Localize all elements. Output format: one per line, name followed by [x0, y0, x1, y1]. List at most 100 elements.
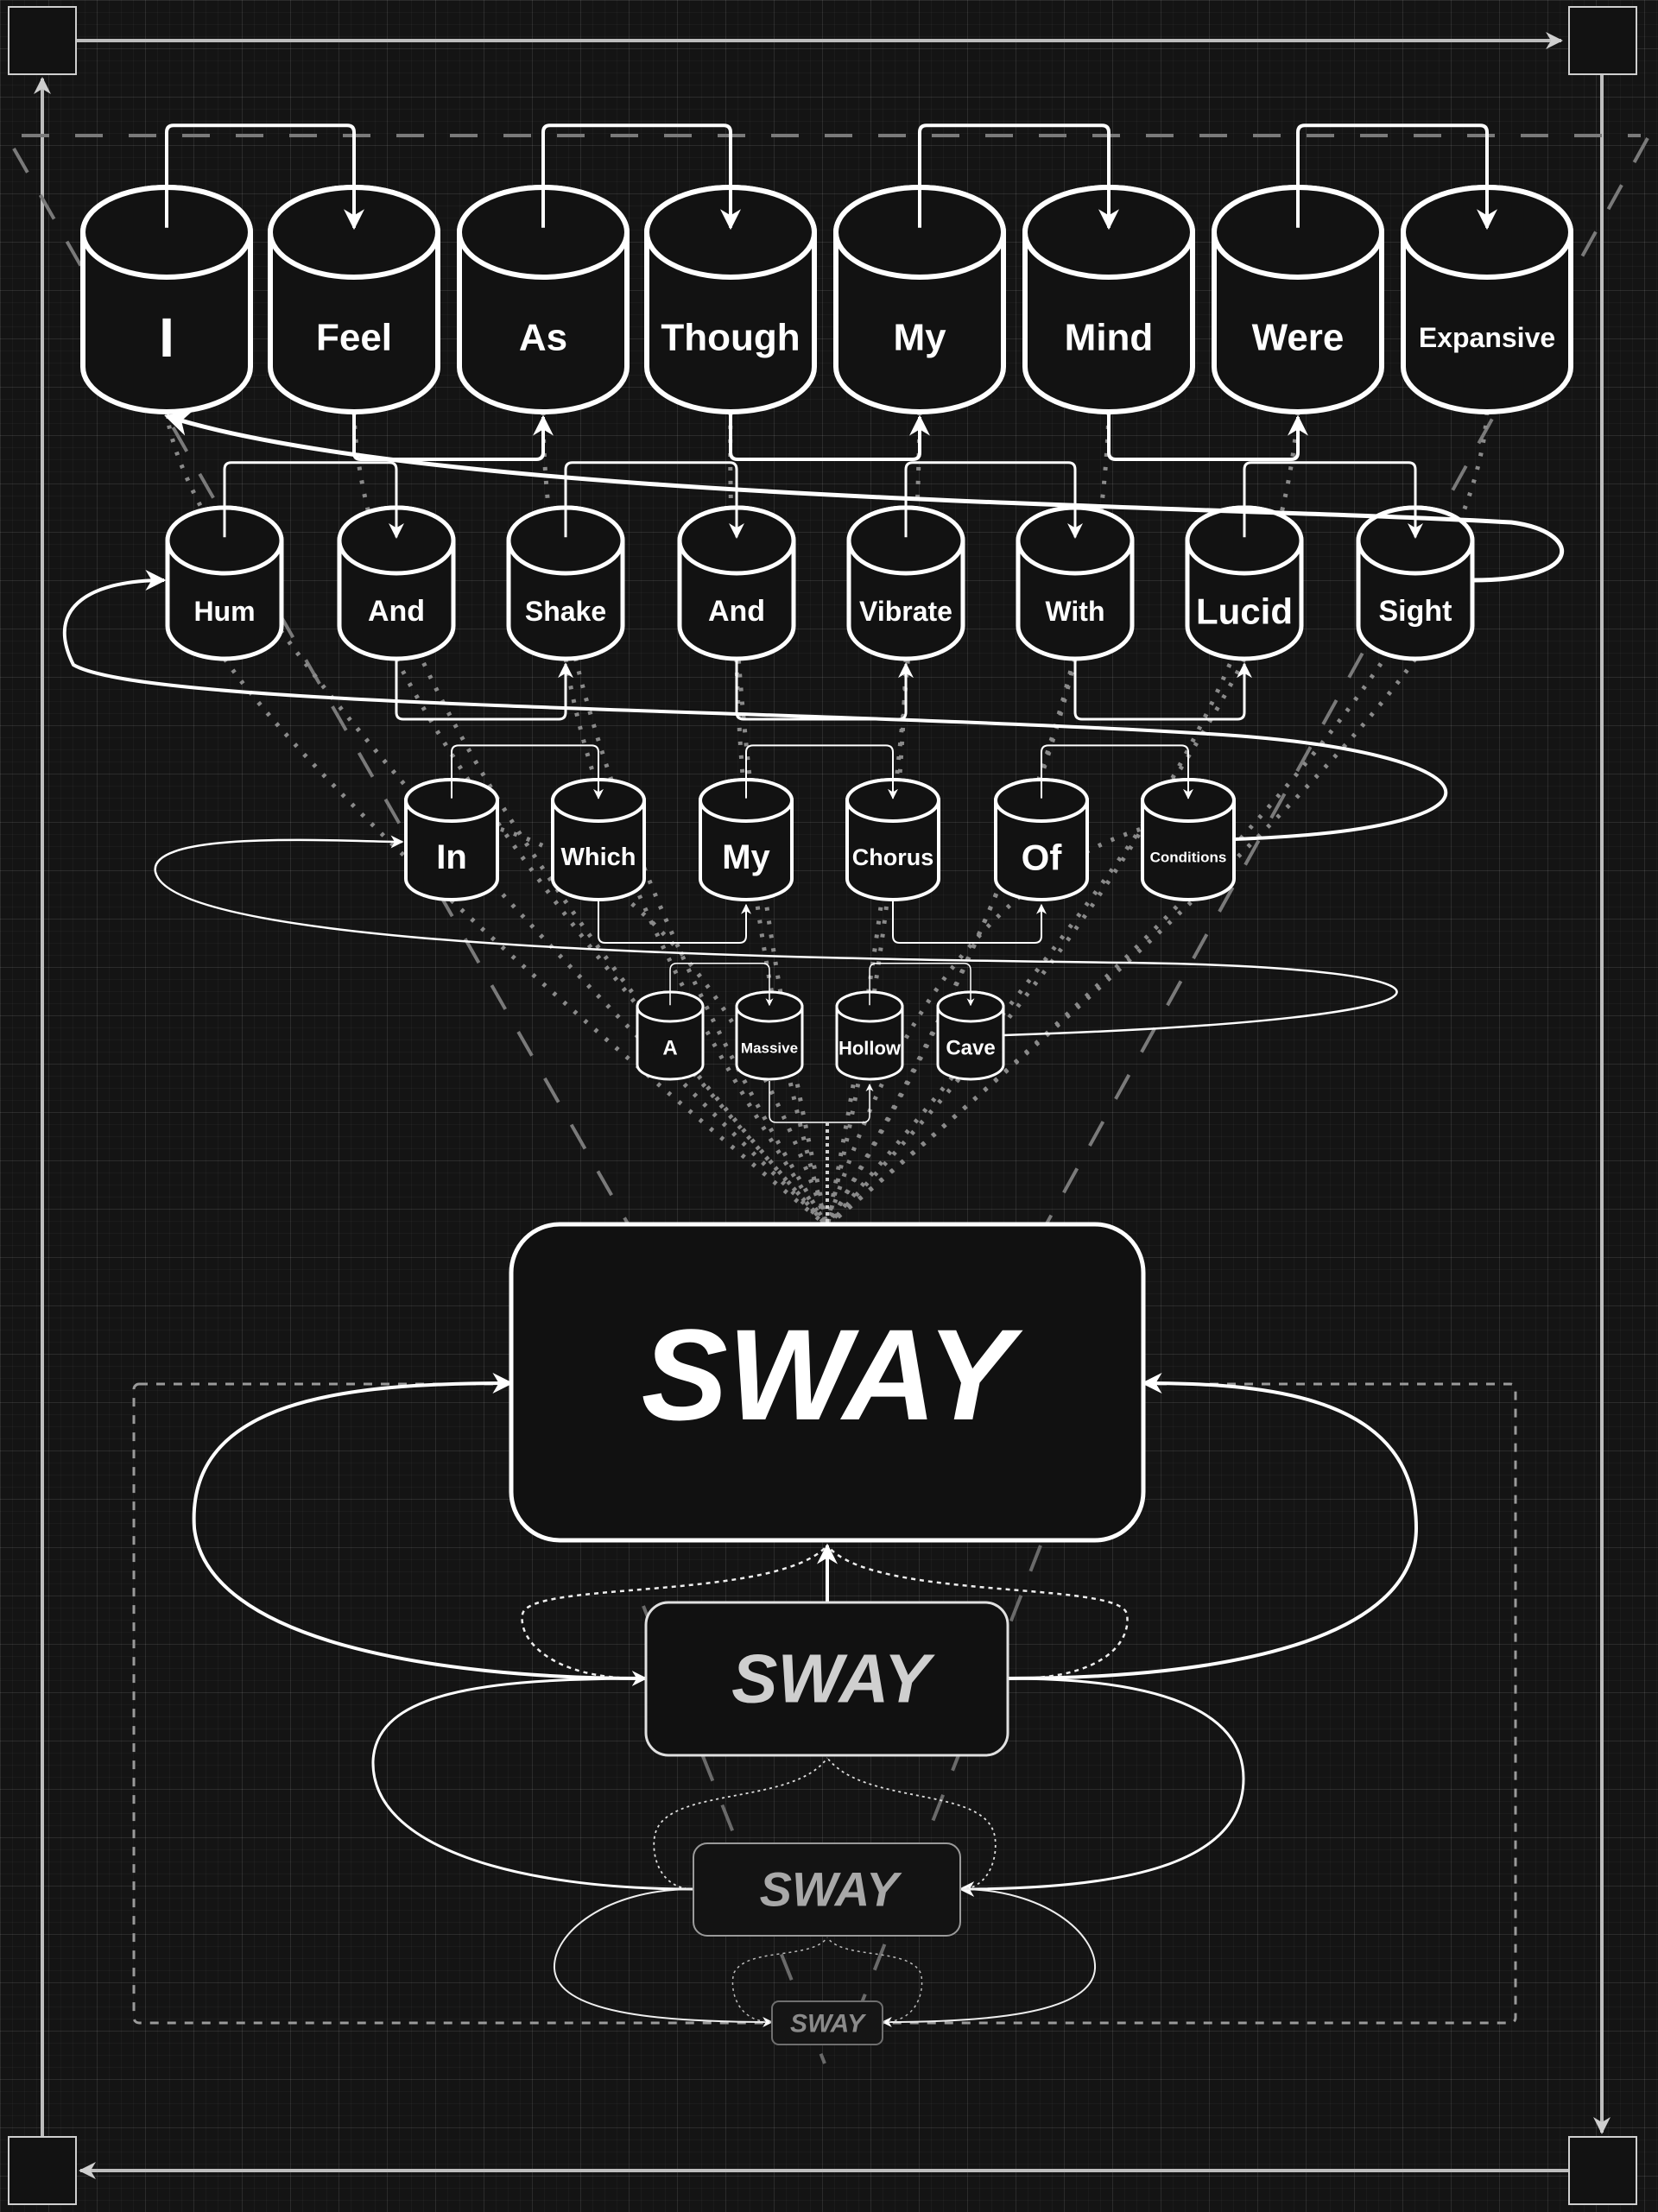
node-label: Though [661, 317, 800, 359]
node-label: Hum [193, 596, 255, 627]
link-bottom [598, 901, 751, 944]
sway-box-level-1[interactable]: SWAY [509, 1222, 1146, 1543]
link-top [223, 461, 404, 539]
node-label: Chorus [852, 844, 934, 870]
node-label: Sight [1379, 595, 1452, 628]
cylinder-node-though[interactable]: Though [644, 185, 817, 414]
node-label: My [722, 838, 770, 876]
funnel-guides [12, 134, 1649, 2064]
row-3-nodes: In Which My Chorus Of Conditions [404, 744, 1236, 944]
link-bottom [769, 1081, 874, 1123]
link-top [1041, 744, 1193, 799]
cylinder-node-as[interactable]: As [457, 185, 630, 414]
cylinder-node-hollow[interactable]: Hollow [835, 990, 904, 1081]
loop-connectors [62, 410, 1565, 1224]
loop-sight-to-i [164, 410, 1565, 583]
link-top [904, 461, 1083, 539]
dotted-sway2-to-sway1-right [826, 1545, 1129, 1680]
cylinder-node-expansive[interactable]: Expansive [1401, 185, 1573, 414]
loop-sway3-to-sway4-right [881, 1888, 1097, 2027]
sway-label-1: SWAY [642, 1302, 1024, 1447]
cylinder-node-my[interactable]: My [833, 185, 1006, 414]
cylinder-node-were[interactable]: Were [1212, 185, 1384, 414]
sway-box-level-3[interactable]: SWAY [693, 1842, 961, 1937]
sway-label-3: SWAY [760, 1862, 902, 1917]
cylinder-node-of[interactable]: Of [994, 778, 1089, 901]
corner-node-top-left[interactable] [8, 6, 77, 75]
link-top [1243, 461, 1423, 539]
dotted-sway2-to-sway1-left [521, 1545, 828, 1680]
node-label: Expansive [1419, 322, 1555, 353]
node-label: In [436, 838, 467, 876]
node-label: Conditions [1150, 849, 1227, 865]
row-4-nodes: A Massive Hollow Cave [636, 962, 1005, 1123]
node-label: I [159, 307, 174, 369]
loop-sway3-to-sway4-left [553, 1888, 774, 2027]
cylinder-node-chorus[interactable]: Chorus [845, 778, 940, 901]
sway-label-2: SWAY [731, 1640, 935, 1717]
node-label: Mind [1065, 317, 1154, 359]
corner-node-bottom-right[interactable] [1568, 2136, 1637, 2205]
link-bottom [395, 660, 573, 721]
cylinder-node-vibrate[interactable]: Vibrate [846, 505, 965, 661]
loop-cave-to-in [154, 835, 1398, 1037]
dotted-sway4-to-sway3-right [826, 1937, 923, 2023]
dotted-sway3-to-sway2-left [653, 1757, 828, 1890]
sway-box-level-4[interactable]: SWAY [771, 2000, 883, 2045]
node-label: Of [1022, 837, 1063, 877]
loop-sway3-to-sway2-left [371, 1671, 694, 1891]
cylinder-node-which[interactable]: Which [551, 778, 646, 901]
corner-node-top-right[interactable] [1568, 6, 1637, 75]
link-bottom [1073, 660, 1252, 721]
link-bottom [735, 660, 914, 721]
link-top [1296, 123, 1497, 231]
sway-connectors [192, 1373, 1419, 2027]
node-label: Massive [741, 1040, 798, 1056]
loop-sway2-to-sway1-right [1007, 1373, 1419, 1680]
node-label: My [893, 317, 946, 359]
cylinder-node-massive[interactable]: Massive [735, 990, 804, 1081]
node-label: A [662, 1036, 677, 1059]
loop-conditions-to-hum [62, 570, 1448, 841]
node-label: With [1045, 596, 1104, 627]
link-top [541, 123, 741, 231]
node-label: As [519, 317, 567, 359]
loop-sway2-to-sway1-left [192, 1373, 647, 1680]
link-top [165, 123, 364, 231]
cylinder-node-my[interactable]: My [699, 778, 794, 901]
cylinder-node-feel[interactable]: Feel [268, 185, 440, 414]
link-bottom [729, 414, 930, 461]
cylinder-node-hum[interactable]: Hum [165, 505, 284, 661]
node-label: Lucid [1196, 591, 1293, 631]
cylinder-node-i[interactable]: I [80, 185, 253, 414]
link-top [564, 461, 744, 539]
cylinder-node-conditions[interactable]: Conditions [1141, 778, 1236, 901]
link-top [451, 744, 604, 799]
sway-box-level-2[interactable]: SWAY [644, 1601, 1009, 1757]
corner-node-bottom-left[interactable] [8, 2136, 77, 2205]
link-top [669, 962, 774, 1007]
cylinder-node-cave[interactable]: Cave [936, 990, 1005, 1081]
cylinder-node-a[interactable]: A [636, 990, 705, 1081]
cylinder-node-sight[interactable]: Sight [1356, 505, 1475, 661]
link-bottom [1107, 414, 1308, 461]
cylinder-node-mind[interactable]: Mind [1022, 185, 1195, 414]
node-label: And [368, 595, 425, 628]
link-top [745, 744, 898, 799]
cylinder-node-in[interactable]: In [404, 778, 499, 901]
node-label: And [708, 595, 765, 628]
sway-label-4: SWAY [790, 2010, 867, 2038]
cylinder-node-lucid[interactable]: Lucid [1185, 505, 1304, 661]
link-top [918, 123, 1119, 231]
cylinder-node-and[interactable]: And [337, 505, 456, 661]
link-bottom [352, 414, 554, 461]
node-label: Shake [525, 596, 606, 627]
dotted-sway4-to-sway3-left [731, 1937, 828, 2023]
cylinder-node-with[interactable]: With [1016, 505, 1135, 661]
cylinder-node-and[interactable]: And [677, 505, 796, 661]
node-label: Which [561, 844, 636, 871]
node-label: Hollow [838, 1037, 902, 1059]
